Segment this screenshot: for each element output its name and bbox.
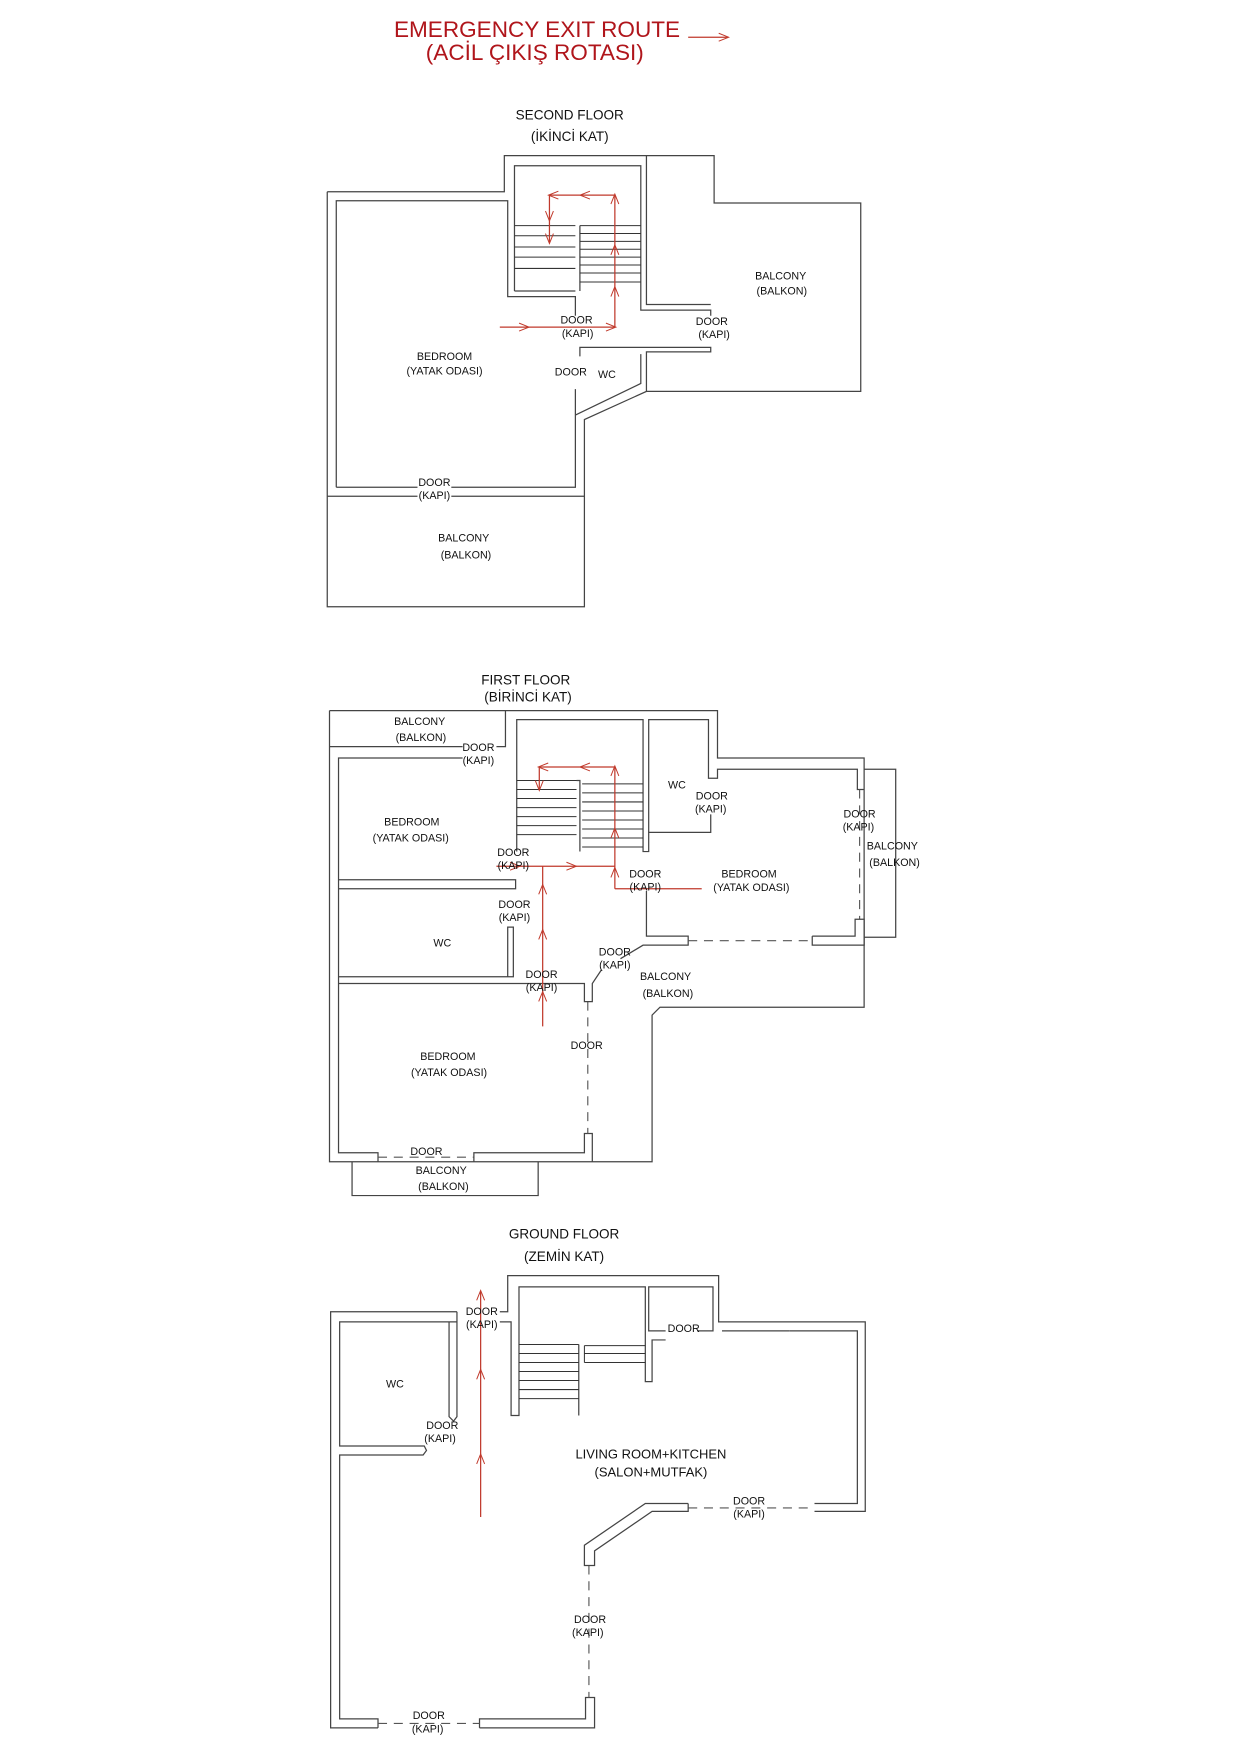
room-label: LIVING ROOM+KITCHEN	[575, 1446, 726, 1461]
room-label: (BALKON)	[418, 1181, 469, 1193]
door-label: DOOR	[696, 791, 728, 803]
room-label: (BALKON)	[643, 988, 694, 1000]
room-label: (BALKON)	[396, 732, 447, 744]
door-label: DOOR	[555, 367, 587, 379]
room-label: WC	[598, 369, 616, 381]
door-label: (KAPI)	[698, 329, 730, 341]
room-label: BALCONY	[438, 532, 489, 544]
legend: EMERGENCY EXIT ROUTE (ACİL ÇIKIŞ ROTASI)	[394, 17, 730, 65]
second-floor-plan: SECOND FLOOR (İKİNCİ KAT) BEDROOM (Y	[326, 108, 862, 608]
door-label: DOOR	[466, 1306, 498, 1318]
door-label: (KAPI)	[499, 912, 531, 924]
door-label: (KAPI)	[412, 1723, 444, 1735]
room-label: BALCONY	[640, 971, 691, 983]
room-label: BEDROOM	[417, 351, 472, 363]
door-label: DOOR	[462, 742, 494, 754]
door-label: (KAPI)	[695, 804, 727, 816]
room-label: BALCONY	[755, 271, 806, 283]
floor-subtitle: (İKİNCİ KAT)	[531, 129, 609, 144]
door-label: DOOR	[668, 1323, 700, 1335]
door-label: DOOR	[696, 316, 728, 328]
door-label: DOOR	[571, 1040, 603, 1052]
door-label: (KAPI)	[599, 959, 631, 971]
exit-route	[496, 762, 702, 1027]
door-label: DOOR	[426, 1420, 458, 1432]
room-label: BEDROOM	[384, 817, 439, 829]
room-label: (BALKON)	[441, 549, 492, 561]
room-label: BALCONY	[416, 1165, 467, 1177]
room-label: WC	[433, 937, 451, 949]
door-label: DOOR	[560, 315, 592, 327]
door-label: DOOR	[413, 1710, 445, 1722]
door-label: (KAPI)	[526, 982, 558, 994]
door-label: (KAPI)	[562, 328, 594, 340]
door-label: (KAPI)	[463, 755, 495, 767]
room-label: BALCONY	[867, 840, 918, 852]
room-label: WC	[386, 1378, 404, 1390]
room-label: BEDROOM	[721, 869, 776, 881]
room-label: (YATAK ODASI)	[406, 365, 482, 377]
legend-subtitle: (ACİL ÇIKIŞ ROTASI)	[426, 40, 644, 65]
door-label: DOOR	[525, 969, 557, 981]
room-label: (BALKON)	[869, 857, 920, 869]
room-label: WC	[668, 779, 686, 791]
floor-subtitle: (BİRİNCİ KAT)	[484, 690, 572, 705]
floor-title: GROUND FLOOR	[509, 1226, 620, 1241]
room-label: (YATAK ODASI)	[411, 1067, 487, 1079]
door-label: (KAPI)	[733, 1509, 765, 1521]
door-label: DOOR	[844, 809, 876, 821]
exit-route	[499, 190, 620, 332]
floor-subtitle: (ZEMİN KAT)	[524, 1249, 604, 1264]
door-label: DOOR	[410, 1146, 442, 1158]
legend-title: EMERGENCY EXIT ROUTE	[394, 17, 680, 42]
room-label: (YATAK ODASI)	[713, 882, 789, 894]
door-label: DOOR	[629, 869, 661, 881]
door-label: (KAPI)	[419, 490, 451, 502]
door-label: DOOR	[497, 847, 529, 859]
floor-title: SECOND FLOOR	[516, 108, 624, 123]
door-label: (KAPI)	[843, 822, 875, 834]
door-label: (KAPI)	[630, 881, 662, 893]
room-label: (BALKON)	[757, 285, 808, 297]
door-label: DOOR	[599, 946, 631, 958]
door-label: (KAPI)	[424, 1433, 456, 1445]
door-label: DOOR	[574, 1614, 606, 1626]
room-label: (YATAK ODASI)	[373, 832, 449, 844]
door-label: DOOR	[498, 899, 530, 911]
room-label: (SALON+MUTFAK)	[595, 1464, 708, 1479]
room-label: BEDROOM	[420, 1051, 475, 1063]
door-label: (KAPI)	[498, 860, 530, 872]
first-floor-plan: FIRST FLOOR (BİRİNCİ KAT)	[328, 673, 920, 1197]
door-label: (KAPI)	[466, 1319, 498, 1331]
door-label: (KAPI)	[572, 1627, 604, 1639]
room-label: BALCONY	[394, 716, 445, 728]
door-label: DOOR	[418, 477, 450, 489]
ground-floor-plan: GROUND FLOOR (ZEMİN KAT) DOOR (KAPI) WC …	[330, 1226, 866, 1735]
floor-title: FIRST FLOOR	[481, 673, 570, 688]
door-label: DOOR	[733, 1496, 765, 1508]
